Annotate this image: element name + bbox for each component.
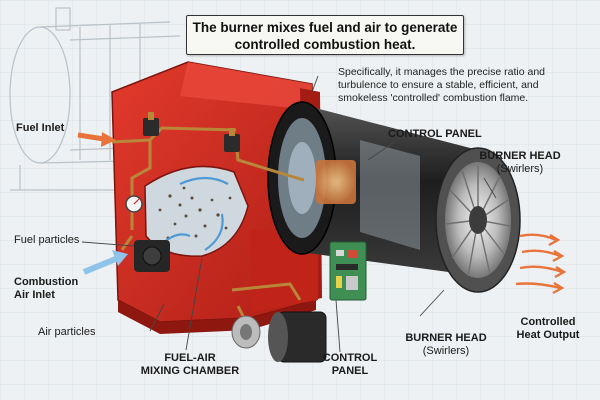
label-burner-head-top-line-1: BURNER HEAD: [470, 150, 570, 163]
label-control-panel-top: CONTROL PANEL: [388, 128, 482, 141]
description-line-2: turbulence to ensure a stable, efficient…: [338, 79, 578, 92]
control-panel-board: [330, 242, 366, 300]
label-mixing-chamber: FUEL-AIR MIXING CHAMBER: [140, 352, 240, 378]
description-line-1: Specifically, it manages the precise rat…: [338, 66, 578, 79]
label-air-particles: Air particles: [38, 326, 95, 339]
label-heat-output: Controlled Heat Output: [506, 316, 590, 342]
fuel-pump: [134, 240, 170, 272]
label-burner-head-bottom: BURNER HEAD (Swirlers): [396, 332, 496, 358]
label-fuel-inlet: Fuel Inlet: [16, 122, 64, 135]
label-combustion-air-inlet-line-2: Air Inlet: [14, 289, 78, 302]
label-burner-head-top: BURNER HEAD (Swirlers): [470, 150, 570, 176]
label-control-panel-bottom-line-2: PANEL: [318, 365, 382, 378]
label-burner-head-top-line-2: (Swirlers): [470, 163, 570, 176]
pressure-gauge: [126, 196, 142, 212]
label-heat-output-line-1: Controlled: [506, 316, 590, 329]
label-control-panel-bottom-line-1: CONTROL: [318, 352, 382, 365]
title-line-1: The burner mixes fuel and air to generat…: [187, 19, 463, 36]
label-combustion-air-inlet: Combustion Air Inlet: [14, 276, 78, 302]
description-text: Specifically, it manages the precise rat…: [338, 66, 578, 105]
label-burner-head-bottom-line-2: (Swirlers): [396, 345, 496, 358]
label-fuel-particles: Fuel particles: [14, 234, 79, 247]
label-burner-head-bottom-line-1: BURNER HEAD: [396, 332, 496, 345]
label-combustion-air-inlet-line-1: Combustion: [14, 276, 78, 289]
title-line-2: controlled combustion heat.: [187, 36, 463, 53]
label-mixing-chamber-line-1: FUEL-AIR: [140, 352, 240, 365]
label-control-panel-bottom: CONTROL PANEL: [318, 352, 382, 378]
label-heat-output-line-2: Heat Output: [506, 329, 590, 342]
description-line-3: smokeless 'controlled' combustion flame.: [338, 92, 578, 105]
title-callout: The burner mixes fuel and air to generat…: [186, 15, 464, 55]
label-mixing-chamber-line-2: MIXING CHAMBER: [140, 365, 240, 378]
